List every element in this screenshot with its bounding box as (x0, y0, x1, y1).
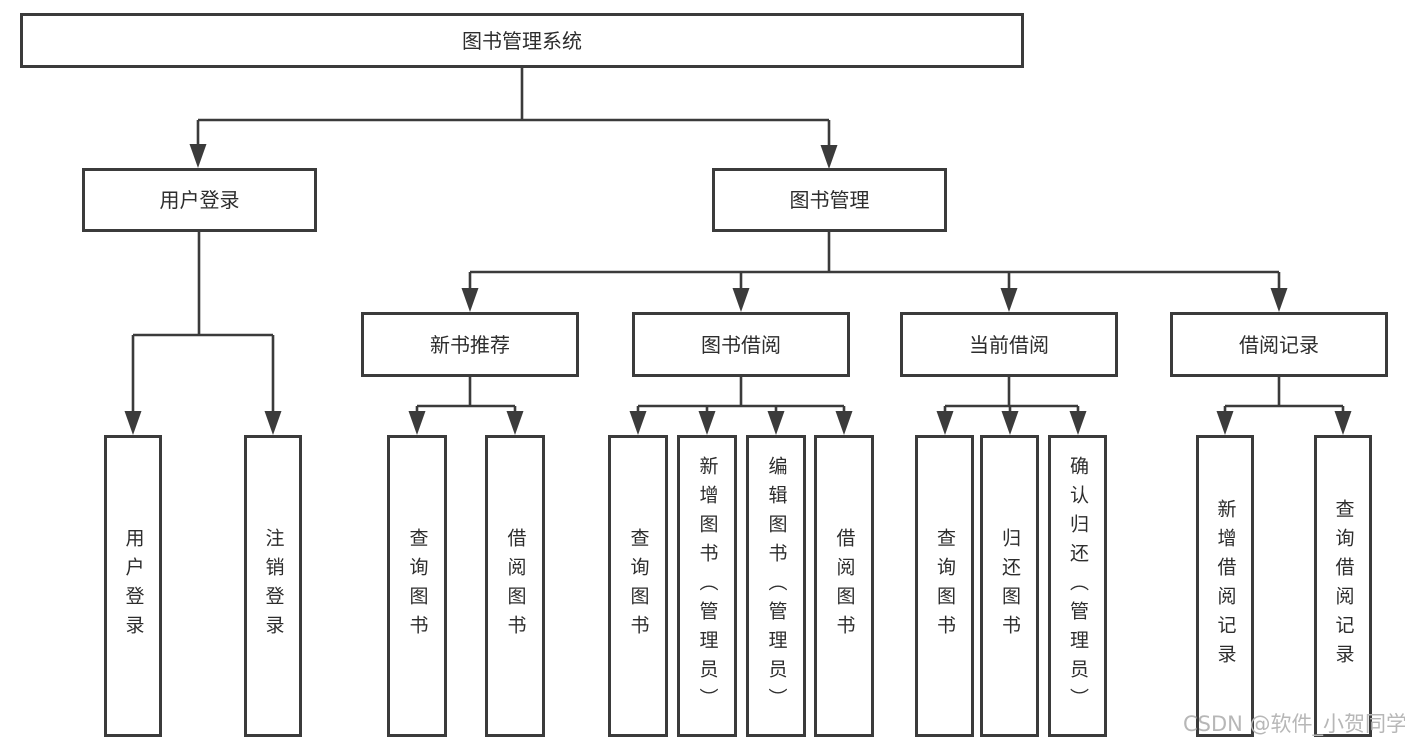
node-label: 图书管理系统 (462, 28, 582, 53)
node-add-borrow-record: 新增借阅记录 (1196, 435, 1254, 737)
node-label: 确认归还（管理员） (1067, 455, 1089, 717)
node-new-book-recommend: 新书推荐 (361, 312, 579, 377)
node-edit-book-admin: 编辑图书（管理员） (746, 435, 806, 737)
node-label: 新书推荐 (430, 332, 510, 357)
node-label: 查询借阅记录 (1332, 499, 1355, 673)
node-label: 借阅记录 (1239, 332, 1319, 357)
node-query-books-current: 查询图书 (915, 435, 974, 737)
node-label: 查询图书 (627, 528, 650, 644)
csdn-watermark: CSDN @软件_小贺同学 (1183, 712, 1405, 736)
node-query-books-borrow: 查询图书 (608, 435, 668, 737)
node-label: 新增图书（管理员） (696, 455, 719, 717)
node-current-borrow: 当前借阅 (900, 312, 1118, 377)
node-user-login-leaf: 用户登录 (104, 435, 162, 737)
node-label: 图书借阅 (701, 332, 781, 357)
node-label: 图书管理 (789, 188, 870, 212)
node-add-book-admin: 新增图书（管理员） (677, 435, 737, 737)
node-label: 归还图书 (999, 528, 1021, 644)
node-logout-leaf: 注销登录 (244, 435, 302, 737)
node-label: 用户登录 (122, 528, 145, 644)
node-query-borrow-record: 查询借阅记录 (1314, 435, 1372, 737)
node-label: 新增借阅记录 (1214, 499, 1237, 673)
node-label: 当前借阅 (969, 332, 1049, 357)
node-label: 查询图书 (406, 528, 429, 644)
node-label: 借阅图书 (504, 528, 527, 644)
node-library-management-system: 图书管理系统 (20, 13, 1024, 68)
node-book-borrow: 图书借阅 (632, 312, 850, 377)
node-query-books-recommend: 查询图书 (387, 435, 447, 737)
node-label: 查询图书 (934, 528, 956, 644)
node-user-login: 用户登录 (82, 168, 317, 232)
node-confirm-return-admin: 确认归还（管理员） (1048, 435, 1107, 737)
node-return-book: 归还图书 (980, 435, 1039, 737)
node-borrow-books-leaf: 借阅图书 (814, 435, 874, 737)
node-borrow-books-recommend: 借阅图书 (485, 435, 545, 737)
node-label: 注销登录 (262, 528, 285, 644)
node-label: 借阅图书 (833, 528, 856, 644)
arrowheads (124, 144, 1352, 435)
node-book-management: 图书管理 (712, 168, 947, 232)
node-label: 编辑图书（管理员） (765, 455, 788, 717)
node-label: 用户登录 (159, 188, 240, 212)
node-borrow-records: 借阅记录 (1170, 312, 1388, 377)
